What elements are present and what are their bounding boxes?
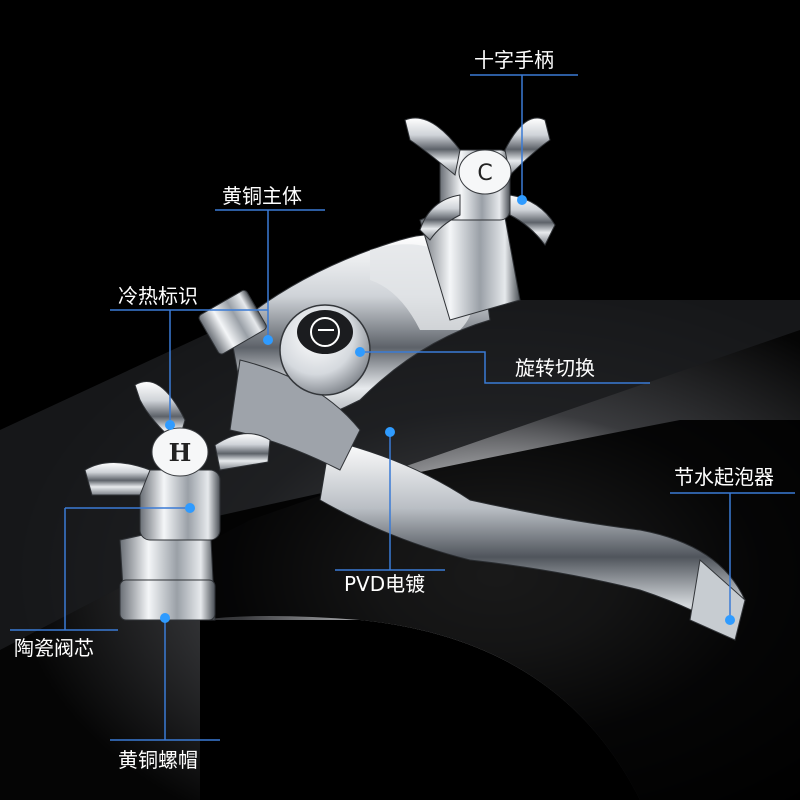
dot-brass-body	[263, 335, 273, 345]
hot-mark-text: H	[169, 438, 192, 467]
callout-lines	[10, 74, 795, 741]
dot-cross-handle	[517, 195, 527, 205]
label-brass-body: 黄铜主体	[222, 184, 302, 208]
cold-valve	[404, 117, 556, 321]
callout-line-rotary	[360, 351, 650, 384]
label-ceramic-valve-core: 陶瓷阀芯	[14, 636, 94, 660]
hot-valve	[84, 381, 271, 621]
callout-dots	[160, 195, 735, 625]
label-rotary-switch: 旋转切换	[515, 356, 595, 380]
callout-line-valve-core	[64, 507, 190, 630]
dot-hot-cold	[165, 420, 175, 430]
label-hot-cold-mark: 冷热标识	[118, 284, 198, 308]
label-brass-nut-cap: 黄铜螺帽	[118, 748, 198, 772]
dot-aerator	[725, 615, 735, 625]
dot-pvd	[385, 427, 395, 437]
cold-mark-text: C	[477, 161, 492, 186]
label-water-aerator: 节水起泡器	[674, 465, 774, 489]
dot-nut-cap	[160, 613, 170, 623]
label-pvd-plating: PVD电镀	[344, 572, 426, 596]
dot-rotary	[355, 347, 365, 357]
label-cross-handle: 十字手柄	[474, 48, 554, 72]
rotary-switch-knob	[279, 304, 371, 396]
dot-valve-core	[185, 503, 195, 513]
